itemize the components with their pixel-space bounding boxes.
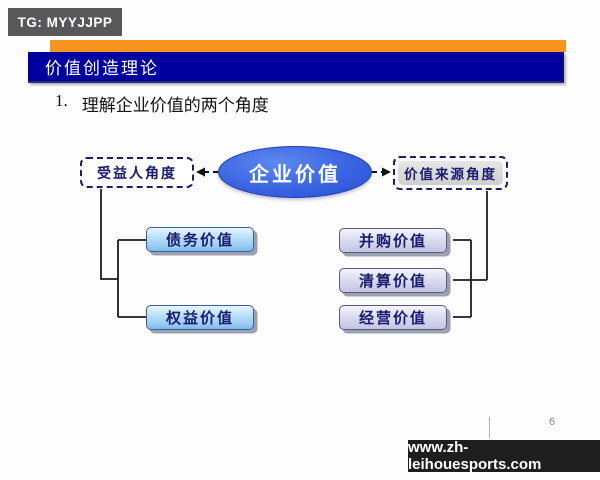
left-dashed-arrow bbox=[196, 167, 218, 177]
subtitle-text: 理解企业价值的两个角度 bbox=[81, 96, 269, 115]
tg-badge: TG: MYYJJPP bbox=[8, 8, 122, 36]
operating-value-label: 经营价值 bbox=[358, 310, 427, 327]
left-connector bbox=[100, 189, 146, 318]
right-dashed-arrow bbox=[372, 167, 391, 177]
page-number: 6 bbox=[548, 416, 556, 428]
value-source-perspective-label: 价值来源角度 bbox=[398, 161, 503, 185]
slide-subtitle: 1. 理解企业价值的两个角度 bbox=[55, 91, 269, 116]
slide-title-bar: 价值创造理论 bbox=[28, 52, 564, 83]
operating-value-node: 经营价值 bbox=[339, 305, 447, 330]
subtitle-number: 1. bbox=[55, 91, 68, 110]
right-connector bbox=[453, 191, 488, 318]
ma-value-label: 并购价值 bbox=[358, 233, 427, 250]
liquidation-value-label: 清算价值 bbox=[358, 273, 427, 290]
tg-badge-text: TG: MYYJJPP bbox=[17, 14, 113, 30]
accent-bar bbox=[50, 40, 566, 52]
enterprise-value-label: 企业价值 bbox=[249, 163, 341, 186]
liquidation-value-node: 清算价值 bbox=[339, 268, 447, 293]
slide-title: 价值创造理论 bbox=[45, 59, 159, 78]
beneficiary-perspective-label: 受益人角度 bbox=[97, 164, 177, 181]
footer-divider bbox=[489, 417, 490, 438]
watermark-text: www.zh-leihouesports.com bbox=[408, 439, 542, 473]
debt-value-node: 债务价值 bbox=[146, 227, 254, 252]
enterprise-value-node: 企业价值 bbox=[218, 146, 372, 198]
debt-value-label: 债务价值 bbox=[165, 232, 234, 249]
value-source-perspective-node: 价值来源角度 bbox=[393, 156, 508, 190]
watermark-bar: www.zh-leihouesports.com bbox=[408, 439, 600, 473]
beneficiary-perspective-node: 受益人角度 bbox=[80, 157, 194, 188]
ma-value-node: 并购价值 bbox=[339, 228, 447, 253]
equity-value-node: 权益价值 bbox=[146, 305, 254, 330]
equity-value-label: 权益价值 bbox=[165, 310, 234, 327]
